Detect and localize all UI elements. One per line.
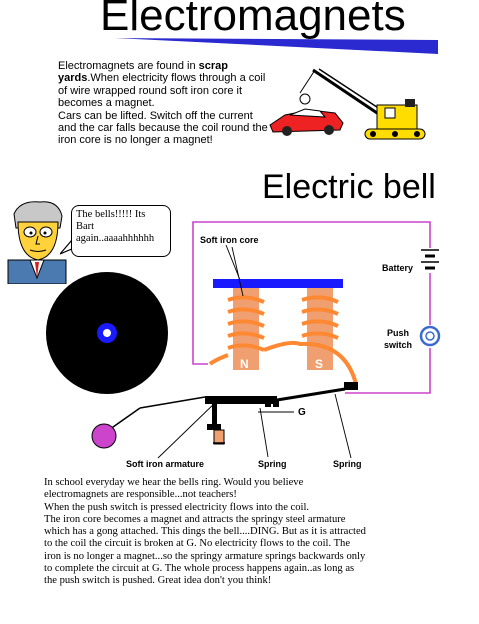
- intro-text-2: .When electricity flows through a coil o…: [58, 72, 266, 110]
- explanation-line: to the coil the circuit is broken at G. …: [44, 538, 351, 550]
- battery-icon: [421, 249, 439, 270]
- intro-bold: scrap yards: [58, 60, 229, 85]
- pole-n-label: N: [240, 357, 249, 371]
- pole-s-label: S: [315, 357, 323, 371]
- intro-text-1: Electromagnets are found in: [58, 60, 196, 72]
- label-soft-iron-core: Soft iron core: [200, 235, 259, 245]
- label-g: G: [298, 407, 306, 418]
- label-pointers: [157, 244, 352, 459]
- label-armature: Soft iron armature: [126, 459, 204, 469]
- hammer-icon: [91, 407, 141, 449]
- title-underline-wedge: [115, 38, 438, 54]
- label-spring-2: Spring: [333, 459, 362, 469]
- gong-icon: [46, 272, 168, 394]
- iron-core: [213, 279, 343, 370]
- explanation-line: which has a gong attached. This dings th…: [44, 526, 366, 538]
- intro-paragraph: Electromagnets are found in scrap yards.…: [58, 60, 268, 147]
- page-title: Electromagnets: [100, 0, 406, 40]
- explanation-line: iron is no longer a magnet...so the spri…: [44, 550, 366, 562]
- circuit-wire: [192, 221, 431, 394]
- label-push-switch: switch: [384, 340, 412, 350]
- car-icon: [269, 93, 344, 136]
- coil: [208, 295, 358, 385]
- explanation-line: In school everyday we hear the bells rin…: [44, 477, 304, 488]
- explanation-line: to complete the circuit at G. The whole …: [44, 563, 355, 575]
- explanation-line: When the push switch is pressed electric…: [44, 501, 310, 513]
- label-push: Push: [387, 328, 409, 338]
- explanation-line: electromagnets are responsible...not tea…: [44, 489, 237, 501]
- explanation-line: the push switch is pushed. Great idea do…: [44, 575, 272, 587]
- explanation-text: In school everyday we hear the bells rin…: [44, 477, 474, 588]
- label-battery: Battery: [382, 263, 413, 273]
- armature: [139, 382, 358, 430]
- cartoon-principal-icon: [7, 201, 67, 284]
- crane-car-illustration: [269, 68, 426, 140]
- intro-text-3: Cars can be lifted. Switch off the curre…: [58, 109, 268, 147]
- speech-bubble: The bells!!!!! Its Bart again..aaaahhhhh…: [71, 205, 171, 257]
- label-spring-1: Spring: [258, 459, 287, 469]
- push-switch-icon: [419, 325, 441, 347]
- crane-icon: [299, 68, 426, 140]
- spring-icon: [213, 429, 225, 445]
- explanation-line: The iron core becomes a magnet and attra…: [44, 513, 346, 525]
- bell-title: Electric bell: [262, 168, 436, 206]
